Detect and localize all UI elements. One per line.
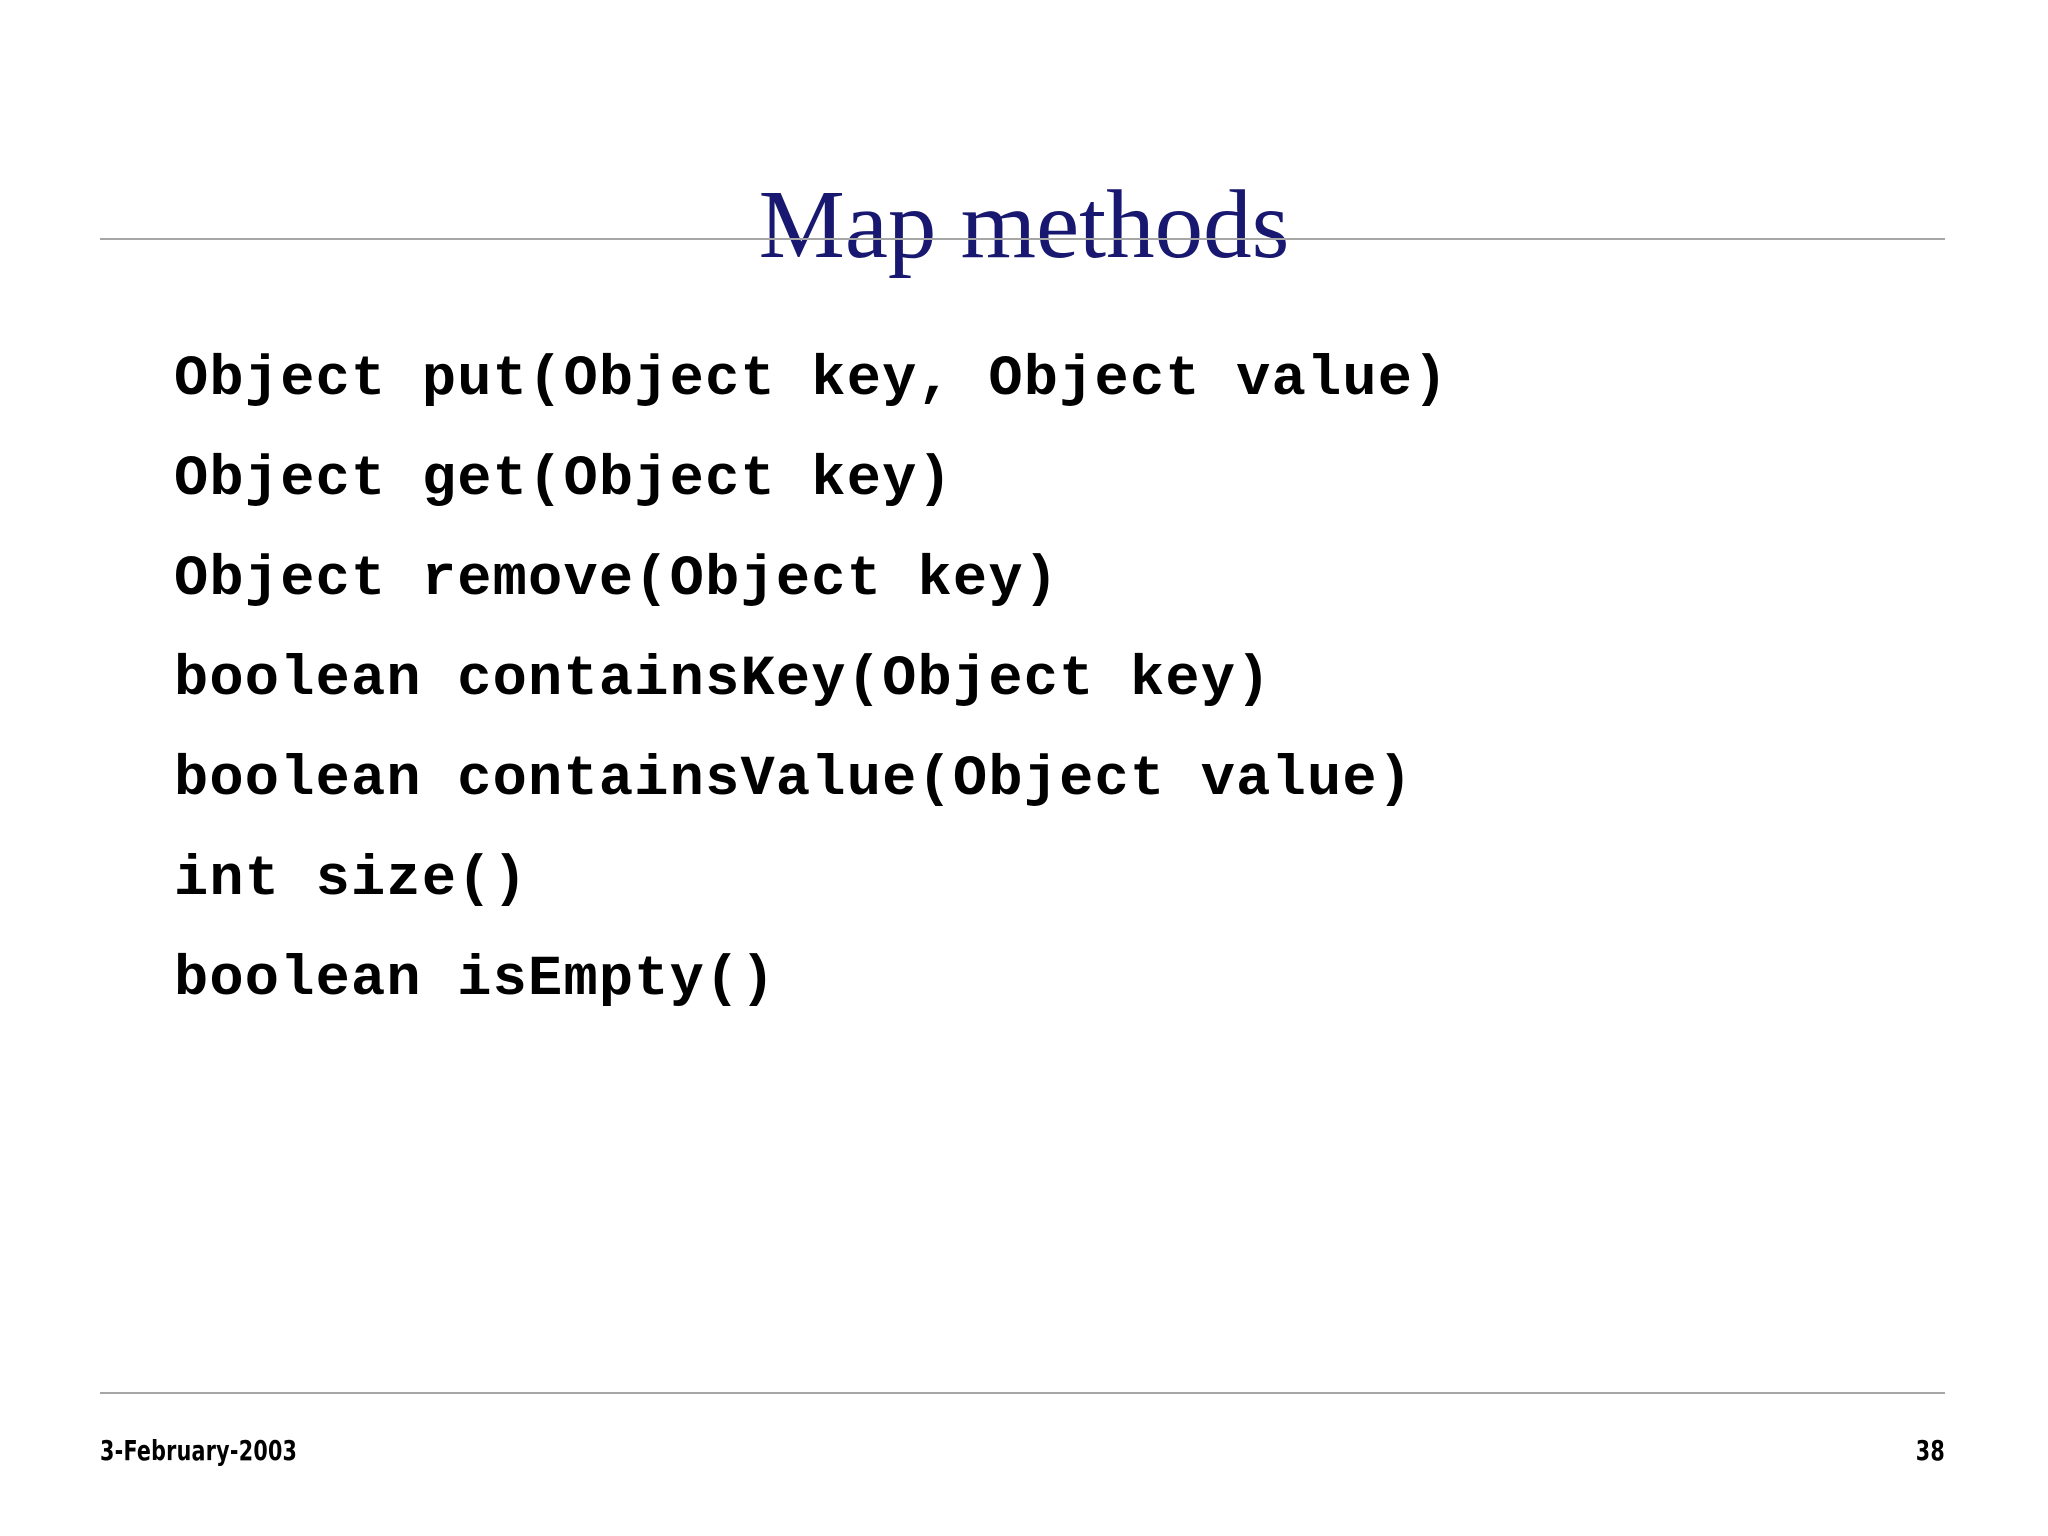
list-item: Object get(Object key) — [174, 448, 953, 512]
list-item: boolean containsKey(Object key) — [174, 648, 1272, 712]
footer-date: 3-February-2003 — [100, 1434, 298, 1467]
title-area: Map methods — [0, 108, 2048, 343]
list-item: Object put(Object key, Object value) — [174, 348, 1449, 412]
footer-page-number: 38 — [1915, 1434, 1945, 1467]
page-title: Map methods — [758, 170, 1290, 278]
list-item: int size() — [174, 848, 529, 912]
list-item: Object remove(Object key) — [174, 548, 1060, 612]
list-item: boolean isEmpty() — [174, 948, 776, 1012]
list-item: boolean containsValue(Object value) — [174, 748, 1414, 812]
title-divider — [100, 238, 1945, 240]
footer-divider — [100, 1392, 1945, 1394]
method-list: Object put(Object key, Object value) Obj… — [174, 330, 1974, 1030]
